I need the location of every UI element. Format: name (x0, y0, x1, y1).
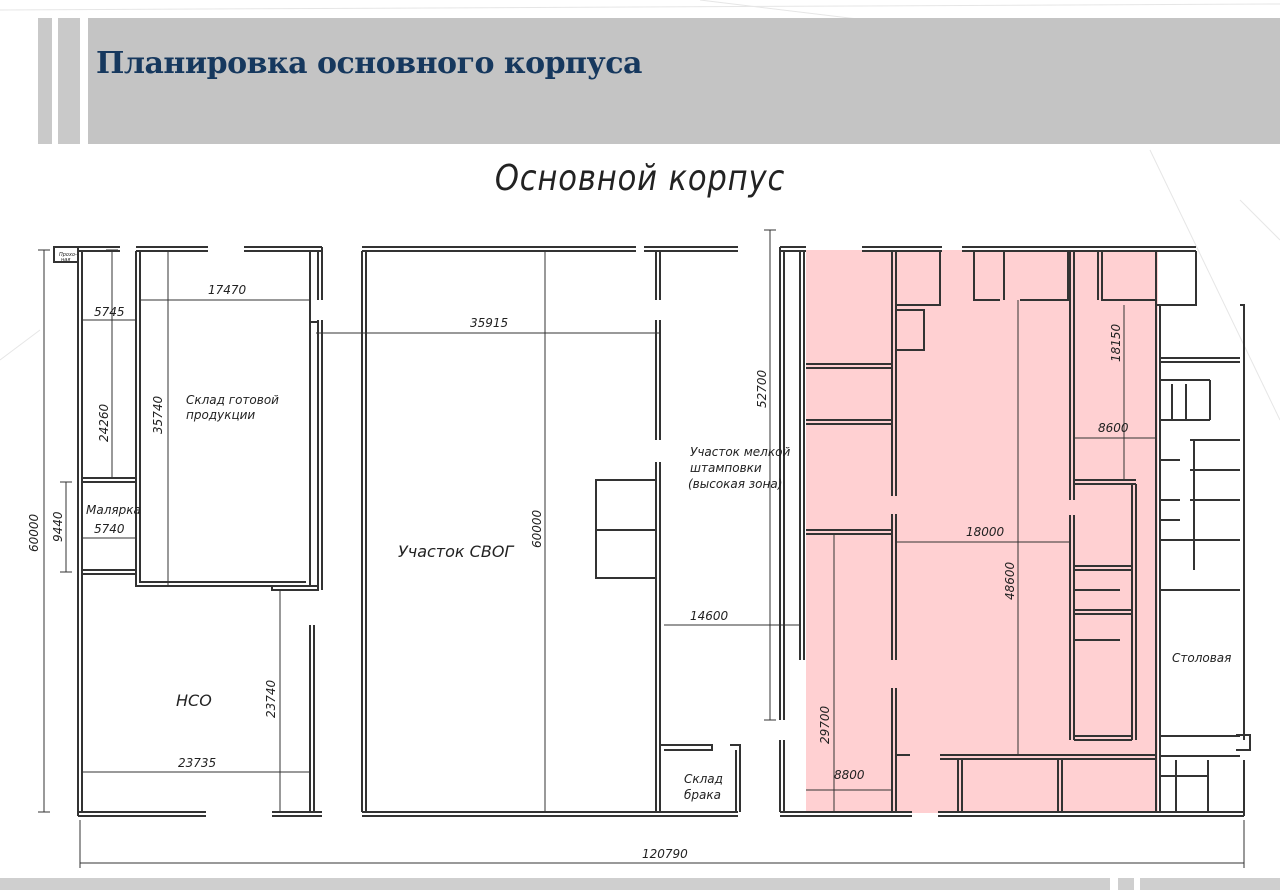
label-svog: Участок СВОГ (398, 542, 514, 561)
dim-29700: 29700 (818, 705, 832, 744)
dim-8600: 8600 (1098, 421, 1129, 435)
dim-18000: 18000 (966, 525, 1005, 539)
dim-5745: 5745 (94, 305, 125, 319)
footer-bar (0, 878, 1280, 890)
dim-60000-mid: 60000 (530, 509, 544, 548)
walls (53, 246, 1251, 817)
highlighted-area (806, 250, 1158, 813)
dimension-lines (38, 229, 1245, 868)
label-stamping-2: штамповки (690, 461, 762, 475)
label-storage-finished-2: продукции (186, 408, 255, 422)
dim-8800: 8800 (834, 768, 865, 782)
dim-60000-left: 60000 (27, 513, 41, 552)
dim-35915: 35915 (470, 316, 508, 330)
dim-24260: 24260 (97, 403, 111, 442)
dim-23735: 23735 (178, 756, 216, 770)
label-painting: Малярка (86, 503, 141, 517)
label-nso: НСО (176, 691, 212, 710)
header-accent-bar-1 (38, 18, 52, 144)
dim-48600: 48600 (1003, 561, 1017, 600)
label-storage-finished-1: Склад готовой (186, 393, 279, 407)
label-tiny-room-2: ная (61, 257, 70, 263)
header-accent-bar-2 (58, 18, 80, 144)
dim-9440: 9440 (51, 511, 65, 542)
dim-14600: 14600 (690, 609, 729, 623)
label-canteen: Столовая (1172, 651, 1231, 665)
dim-5740: 5740 (94, 522, 125, 536)
label-reject-2: брака (684, 788, 721, 802)
dim-35740: 35740 (151, 395, 165, 434)
plan-title: Основной корпус (494, 158, 786, 199)
label-reject-1: Склад (684, 772, 723, 786)
page-title: Планировка основного корпуса (96, 46, 642, 81)
dim-23740: 23740 (264, 679, 278, 718)
dim-120790: 120790 (642, 847, 688, 861)
label-tiny-room-1: Прохо- (59, 252, 77, 258)
header-banner: Планировка основного корпуса (88, 18, 1280, 144)
dim-52700: 52700 (755, 369, 769, 408)
label-stamping-3: (высокая зона) (688, 477, 782, 491)
label-stamping-1: Участок мелкой (690, 445, 790, 459)
dim-17470: 17470 (208, 283, 247, 297)
dim-18150: 18150 (1109, 323, 1123, 362)
